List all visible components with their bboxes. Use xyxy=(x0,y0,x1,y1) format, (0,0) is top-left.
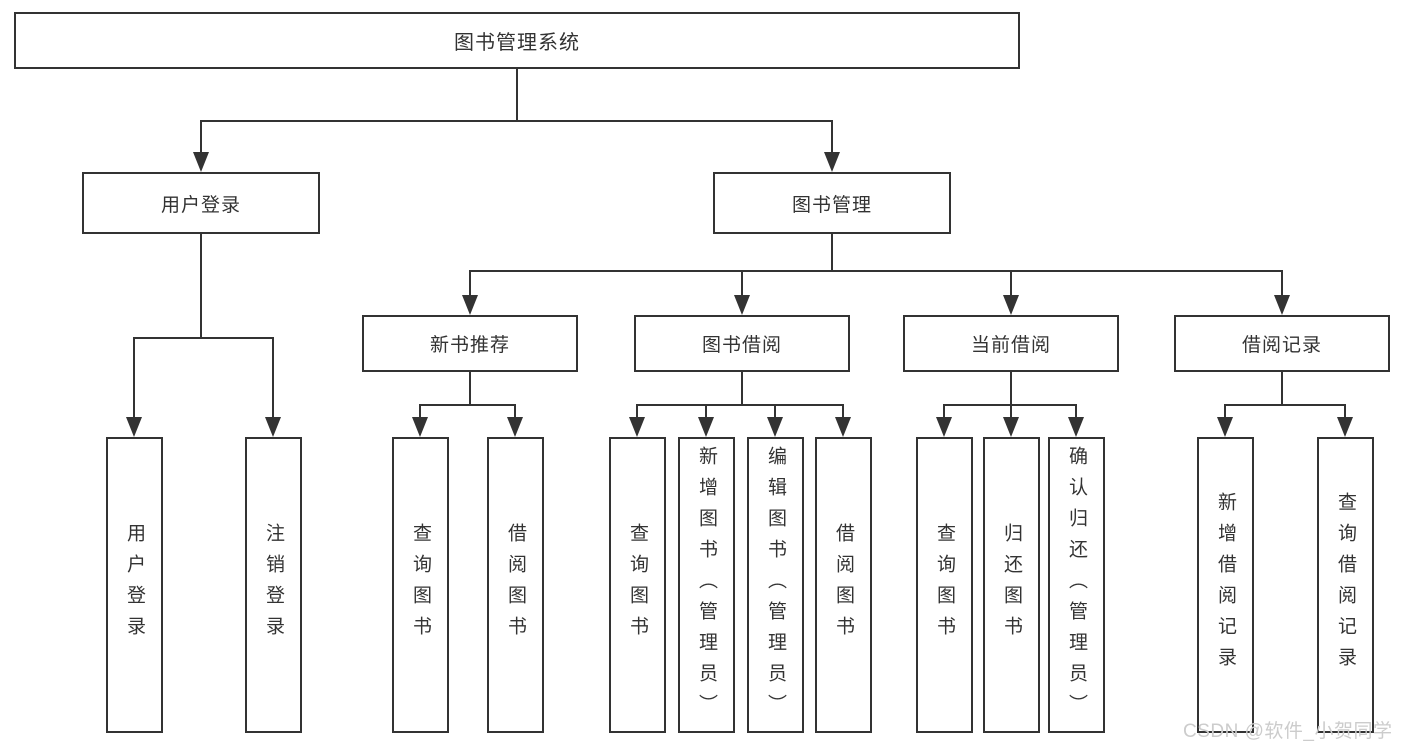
arrow-down-icon xyxy=(1337,417,1353,437)
connector-line xyxy=(200,234,202,337)
arrow-down-icon xyxy=(835,417,851,437)
leaf-edit-book-admin: 编辑图书（管理员） xyxy=(747,437,804,733)
connector-line xyxy=(1075,404,1077,417)
leaf-add-book-admin: 新增图书（管理员） xyxy=(678,437,735,733)
connector-line xyxy=(469,270,471,295)
leaf-query-books-recommend: 查询图书 xyxy=(392,437,449,733)
arrow-down-icon xyxy=(767,417,783,437)
connector-line xyxy=(133,337,135,417)
connector-line xyxy=(469,270,1283,272)
connector-line xyxy=(1010,404,1012,417)
leaf-query-books-borrow: 查询图书 xyxy=(609,437,666,733)
arrow-down-icon xyxy=(824,152,840,172)
leaf-add-borrow-record: 新增借阅记录 xyxy=(1197,437,1254,733)
watermark: CSDN @软件_小贺同学 xyxy=(1183,721,1393,742)
arrow-down-icon xyxy=(936,417,952,437)
connector-line xyxy=(1224,404,1226,417)
arrow-down-icon xyxy=(412,417,428,437)
connector-line xyxy=(514,404,516,417)
arrow-down-icon xyxy=(629,417,645,437)
connector-line xyxy=(705,404,707,417)
connector-line xyxy=(133,337,274,339)
leaf-query-books-current: 查询图书 xyxy=(916,437,973,733)
arrow-down-icon xyxy=(698,417,714,437)
connector-line xyxy=(469,372,471,404)
node-root: 图书管理系统 xyxy=(14,12,1020,69)
connector-line xyxy=(1224,404,1345,406)
connector-line xyxy=(516,69,518,120)
leaf-borrow-books: 借阅图书 xyxy=(815,437,872,733)
connector-line xyxy=(636,404,844,406)
arrow-down-icon xyxy=(507,417,523,437)
connector-line xyxy=(774,404,776,417)
connector-line xyxy=(1281,372,1283,404)
connector-line xyxy=(741,270,743,295)
node-current-borrow: 当前借阅 xyxy=(903,315,1119,372)
connector-line xyxy=(272,337,274,417)
arrow-down-icon xyxy=(193,152,209,172)
connector-line xyxy=(943,404,945,417)
arrow-down-icon xyxy=(126,417,142,437)
arrow-down-icon xyxy=(1274,295,1290,315)
leaf-borrow-books-recommend: 借阅图书 xyxy=(487,437,544,733)
connector-line xyxy=(200,120,833,122)
leaf-logout-login: 注销登录 xyxy=(245,437,302,733)
leaf-return-books: 归还图书 xyxy=(983,437,1040,733)
connector-line xyxy=(842,404,844,417)
connector-line xyxy=(1281,270,1283,295)
connector-line xyxy=(831,234,833,270)
node-borrow-records: 借阅记录 xyxy=(1174,315,1390,372)
node-book-borrow: 图书借阅 xyxy=(634,315,850,372)
connector-line xyxy=(200,120,202,152)
connector-line xyxy=(419,404,421,417)
connector-line xyxy=(1010,270,1012,295)
node-book-management: 图书管理 xyxy=(713,172,951,234)
arrow-down-icon xyxy=(1003,295,1019,315)
arrow-down-icon xyxy=(734,295,750,315)
leaf-user-login: 用户登录 xyxy=(106,437,163,733)
arrow-down-icon xyxy=(462,295,478,315)
arrow-down-icon xyxy=(1217,417,1233,437)
arrow-down-icon xyxy=(265,417,281,437)
connector-line xyxy=(1010,372,1012,404)
arrow-down-icon xyxy=(1003,417,1019,437)
arrow-down-icon xyxy=(1068,417,1084,437)
node-new-book-recommend: 新书推荐 xyxy=(362,315,578,372)
node-user-login: 用户登录 xyxy=(82,172,320,234)
leaf-query-borrow-record: 查询借阅记录 xyxy=(1317,437,1374,733)
connector-line xyxy=(831,120,833,152)
connector-line xyxy=(420,404,516,406)
leaf-confirm-return-admin: 确认归还（管理员） xyxy=(1048,437,1105,733)
connector-line xyxy=(741,372,743,404)
connector-line xyxy=(1344,404,1346,417)
connector-line xyxy=(636,404,638,417)
